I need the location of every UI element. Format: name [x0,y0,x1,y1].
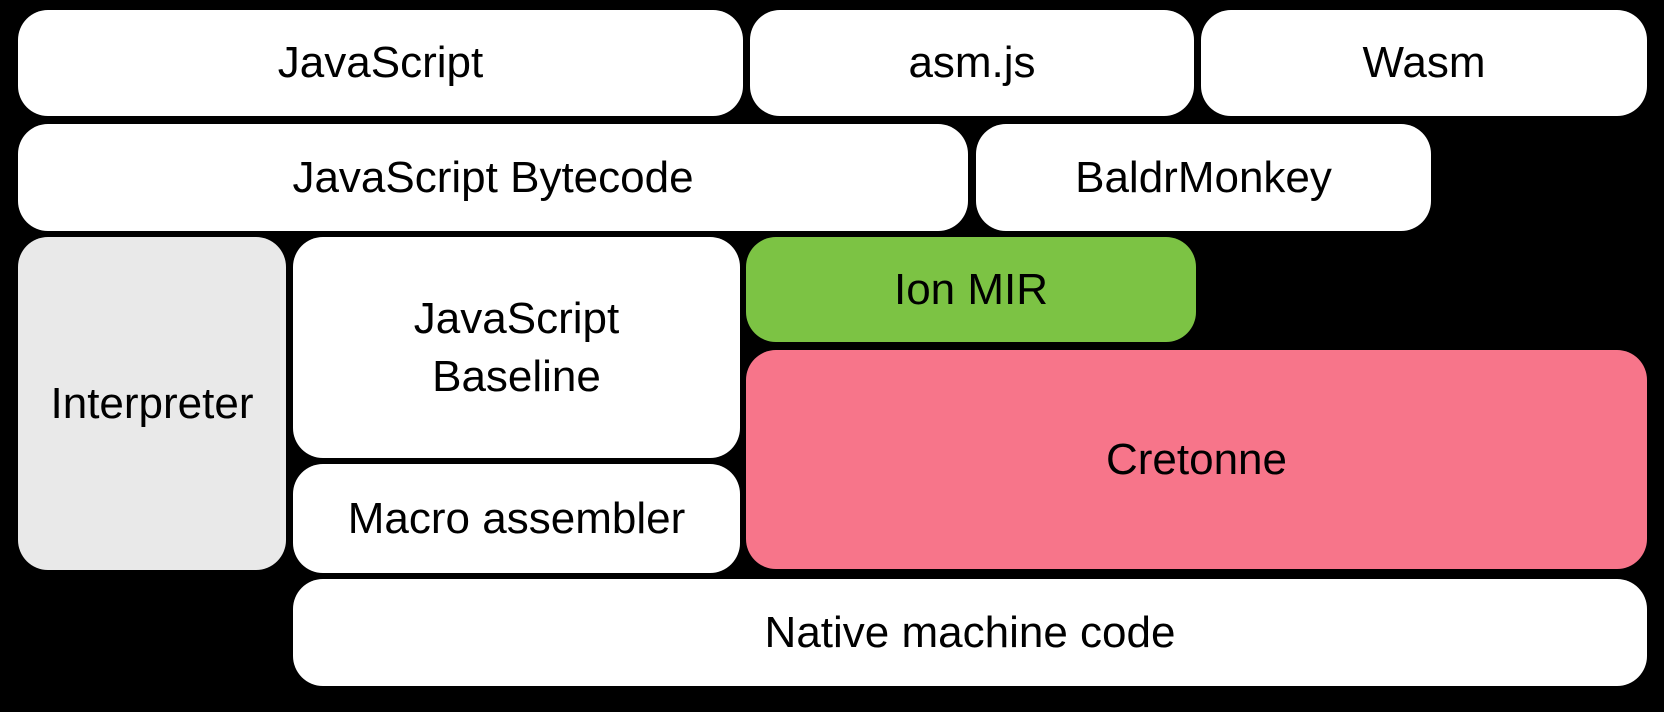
node-label-wasm: Wasm [1362,38,1486,88]
node-macro-assembler: Macro assembler [293,464,740,573]
node-asmjs: asm.js [750,10,1194,116]
node-label-javascript-baseline: JavaScript Baseline [413,294,620,401]
node-cretonne: Cretonne [746,350,1647,569]
node-label-baldrmonkey: BaldrMonkey [1075,152,1332,202]
node-native-machine-code: Native machine code [293,579,1647,686]
node-wasm: Wasm [1201,10,1647,116]
node-javascript-baseline: JavaScript Baseline [293,237,740,458]
node-label-javascript-bytecode: JavaScript Bytecode [292,152,694,202]
node-label-native-machine-code: Native machine code [764,607,1176,657]
node-label-macro-assembler: Macro assembler [347,493,686,543]
node-javascript: JavaScript [18,10,743,116]
node-javascript-bytecode: JavaScript Bytecode [18,124,968,231]
node-ion-mir: Ion MIR [746,237,1196,342]
node-label-javascript: JavaScript [277,38,484,88]
node-baldrmonkey: BaldrMonkey [976,124,1431,231]
node-label-interpreter: Interpreter [50,378,254,428]
node-label-ion-mir: Ion MIR [893,264,1049,314]
node-interpreter: Interpreter [18,237,286,570]
node-label-cretonne: Cretonne [1105,434,1287,484]
node-label-asmjs: asm.js [908,38,1036,88]
